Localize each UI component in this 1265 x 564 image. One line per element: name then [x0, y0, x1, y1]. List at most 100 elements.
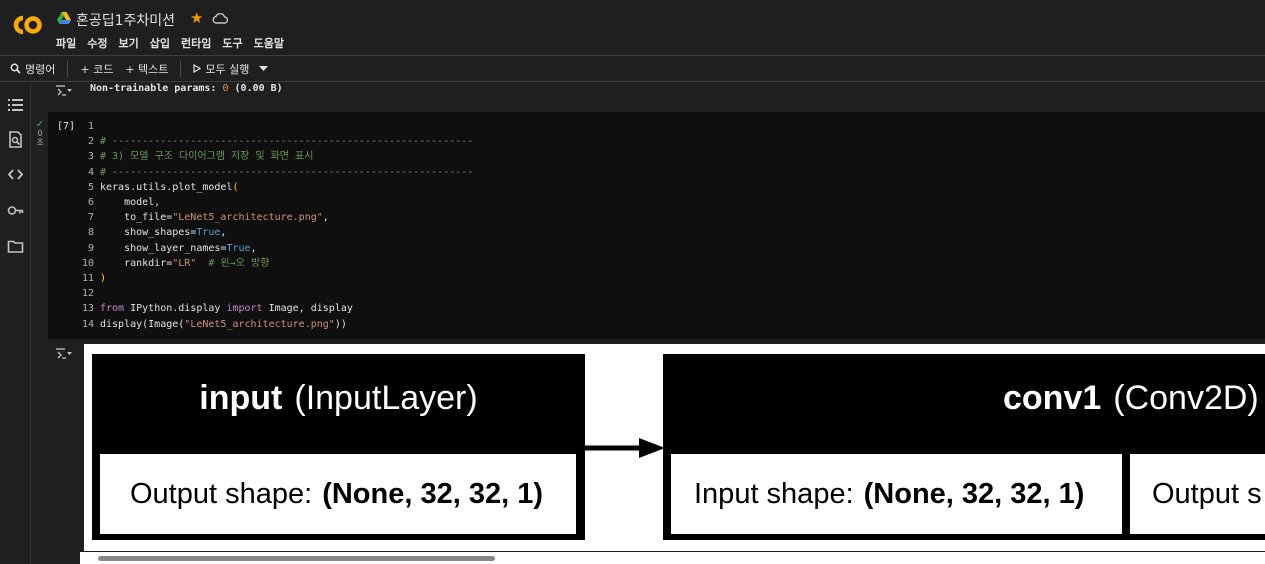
code-line[interactable]: 7 to_file="LeNet5_architecture.png",: [74, 210, 473, 225]
code-token: show_layer_names=: [100, 242, 227, 254]
command-palette-button[interactable]: 명령어: [0, 56, 61, 81]
code-token: ,: [322, 212, 329, 224]
code-line[interactable]: 2# -------------------------------------…: [74, 134, 473, 149]
line-number: 10: [81, 257, 94, 269]
conv1-layer-type: (Conv2D): [1113, 378, 1259, 417]
add-text-cell-button[interactable]: + 텍스트: [119, 56, 174, 81]
code-line[interactable]: 8 show_shapes=True,: [74, 225, 473, 240]
search-icon: [10, 63, 21, 74]
code-line[interactable]: 6 model,: [74, 195, 473, 210]
code-text: from IPython.display import Image, displ…: [100, 301, 353, 316]
code-token: keras.utils.plot_model: [100, 181, 233, 193]
params-size: (0.00 B): [234, 83, 283, 94]
success-check-icon: ✓: [35, 119, 45, 130]
code-token: (: [232, 181, 239, 193]
non-trainable-params-line: Non-trainable params: 0 (0.00 B): [90, 83, 283, 94]
line-number: 9: [87, 242, 94, 254]
add-code-cell-button[interactable]: + 코드: [74, 56, 119, 81]
line-number: 8: [87, 227, 94, 239]
code-token: import: [226, 303, 263, 315]
menu-runtime[interactable]: 런타임: [181, 37, 212, 50]
code-line[interactable]: 10 rankdir="LR" # 왼→오 방향: [74, 256, 473, 271]
code-token: model,: [100, 197, 161, 209]
code-line[interactable]: 9 show_layer_names=True,: [74, 241, 473, 256]
menu-file[interactable]: 파일: [56, 37, 77, 50]
code-text: model,: [100, 195, 160, 210]
code-token: display(Image(: [100, 318, 185, 330]
code-line[interactable]: 1: [74, 119, 473, 134]
conv1-output-shape: Output s: [1130, 454, 1265, 534]
code-token: )): [334, 318, 347, 330]
output-toggle-icon[interactable]: [55, 83, 73, 97]
scrollbar-thumb[interactable]: [98, 556, 495, 561]
notebook-area: Non-trainable params: 0 (0.00 B) ✓ 0초 [7…: [31, 83, 1265, 564]
code-text: display(Image("LeNet5_architecture.png")…: [100, 317, 347, 332]
code-text: to_file="LeNet5_architecture.png",: [100, 210, 329, 225]
code-token: ,: [220, 227, 227, 239]
code-line[interactable]: 11): [74, 271, 473, 286]
code-line[interactable]: 12: [74, 286, 473, 301]
code-token: # --------------------------------------…: [100, 166, 474, 178]
line-number: 2: [87, 136, 94, 148]
top-bar: 혼공딥1주차미션 ★ 파일 수정 보기 삽입 런타임 도구 도움말: [0, 0, 1265, 54]
line-number: 12: [81, 288, 94, 300]
code-token: # 3) 모델 구조 다이어그램 저장 및 화면 표시: [100, 151, 314, 163]
google-drive-icon[interactable]: [57, 12, 71, 25]
params-value: 0: [222, 83, 229, 94]
code-text: show_shapes=True,: [100, 225, 226, 240]
line-number: 5: [87, 181, 94, 193]
code-text: # 3) 모델 구조 다이어그램 저장 및 화면 표시: [100, 149, 313, 164]
code-token: ,: [250, 242, 257, 254]
code-token: Image, display: [262, 303, 353, 315]
run-all-button[interactable]: 모두 실행: [187, 56, 255, 81]
line-number: 3: [87, 151, 94, 163]
code-line[interactable]: 3 # 3) 모델 구조 다이어그램 저장 및 화면 표시: [74, 149, 473, 164]
colab-logo-icon[interactable]: [10, 14, 44, 36]
code-line[interactable]: 13 from IPython.display import Image, dis…: [74, 301, 473, 316]
input-shape-label: Input shape:: [694, 477, 854, 510]
code-token: show_shapes=: [100, 227, 197, 239]
run-time: 0초: [36, 129, 44, 147]
left-sidebar: [0, 83, 31, 564]
code-line[interactable]: 4# -------------------------------------…: [74, 165, 473, 180]
table-of-contents-icon[interactable]: [7, 96, 24, 113]
menu-edit[interactable]: 수정: [87, 37, 108, 50]
line-number: 7: [87, 212, 94, 224]
conv1-input-shape: Input shape: (None, 32, 32, 1): [671, 454, 1122, 534]
play-icon: [193, 64, 202, 73]
code-text: rankdir="LR" # 왼→오 방향: [100, 256, 269, 271]
code-snippets-icon[interactable]: [7, 166, 24, 183]
cloud-saved-icon[interactable]: [212, 12, 228, 24]
run-options-dropdown[interactable]: [255, 56, 274, 81]
horizontal-scrollbar[interactable]: [80, 552, 1265, 564]
output-shape-value: (None, 32, 32, 1): [322, 477, 543, 510]
line-number: 13: [81, 303, 94, 315]
input-layer-type: (InputLayer): [294, 378, 478, 417]
code-token: ): [100, 273, 107, 285]
menu-help[interactable]: 도움말: [253, 37, 284, 50]
add-text-label: + 텍스트: [125, 62, 169, 76]
code-token: "LeNet5_architecture.png": [184, 318, 335, 330]
code-token: IPython.display: [124, 303, 227, 315]
files-folder-icon[interactable]: [7, 238, 24, 255]
toolbar: 명령어 + 코드 + 텍스트 모두 실행: [0, 55, 1265, 82]
find-replace-icon[interactable]: [7, 131, 24, 148]
code-token: True: [196, 227, 221, 239]
flow-arrow-icon: [585, 438, 665, 458]
menu-tools[interactable]: 도구: [222, 37, 243, 50]
notebook-title[interactable]: 혼공딥1주차미션: [76, 13, 176, 29]
star-icon[interactable]: ★: [190, 9, 204, 27]
output-toggle-icon[interactable]: [55, 346, 73, 360]
line-number: 14: [81, 318, 94, 330]
menu-view[interactable]: 보기: [118, 37, 139, 50]
input-output-shape: Output shape: (None, 32, 32, 1): [100, 454, 576, 534]
input-layer-name: input: [199, 378, 283, 417]
code-line[interactable]: 5 keras.utils.plot_model(: [74, 180, 473, 195]
secrets-key-icon[interactable]: [7, 202, 24, 219]
code-text: keras.utils.plot_model(: [100, 180, 238, 195]
menu-insert[interactable]: 삽입: [149, 37, 170, 50]
model-architecture-image: input (InputLayer) Output shape: (None, …: [84, 344, 1265, 551]
code-line[interactable]: 14 display(Image("LeNet5_architecture.png…: [74, 317, 473, 332]
